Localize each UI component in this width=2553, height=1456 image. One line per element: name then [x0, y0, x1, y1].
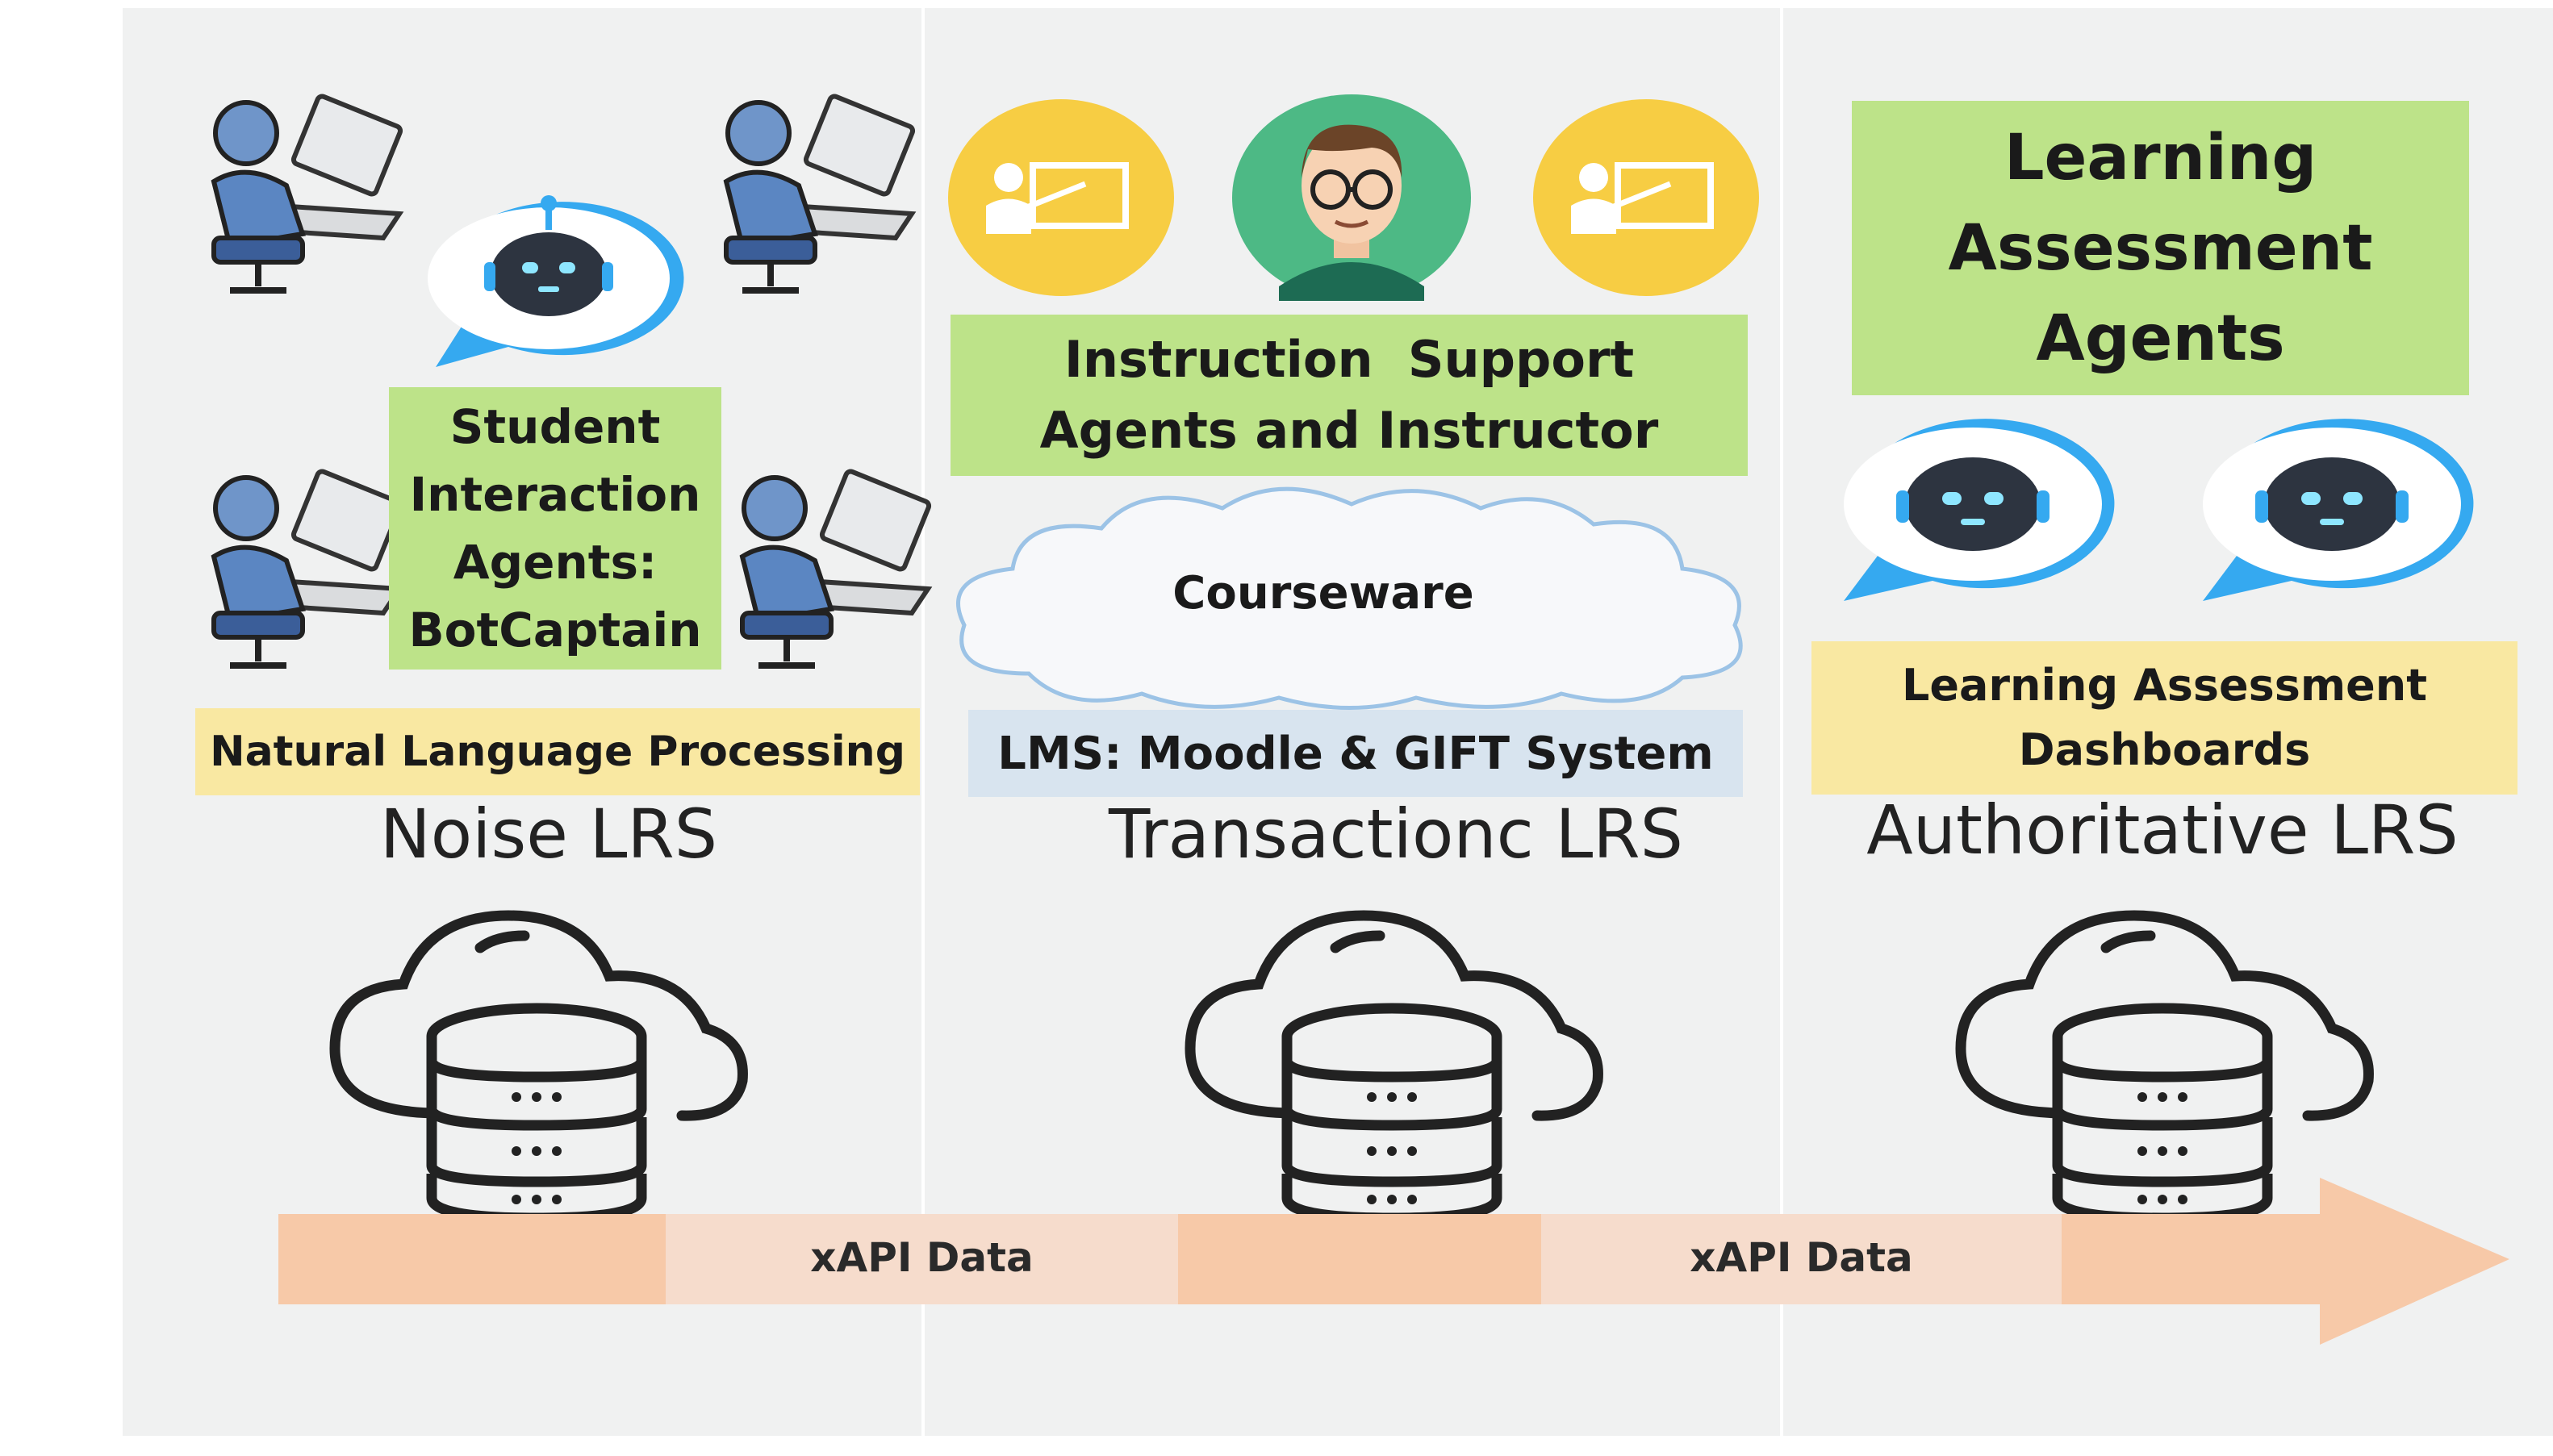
label-line: Agents and Instructor — [1039, 401, 1659, 460]
instructor-avatar-icon — [1232, 94, 1471, 301]
cloud-database-icon — [1955, 910, 2374, 1222]
nlp-text: Natural Language Processing — [210, 728, 905, 776]
courseware-label: Courseware — [1033, 553, 1614, 633]
label-line: Agents: — [453, 535, 658, 590]
xapi-label: xAPI Data — [1690, 1234, 1913, 1281]
chatbot-icon — [2203, 419, 2474, 601]
lms-text: LMS: Moodle & GIFT System — [997, 727, 1714, 780]
arrow-icon — [278, 1178, 2509, 1345]
user-at-laptop-icon — [211, 94, 404, 294]
dashboards-label: Learning Assessment Dashboards — [1811, 641, 2517, 795]
cloud-database-icon — [329, 910, 748, 1222]
cloud-database-icon — [1185, 910, 1603, 1222]
label-line: Learning — [2004, 121, 2317, 194]
teacher-board-icon — [1533, 99, 1759, 296]
courseware-text: Courseware — [1172, 566, 1474, 620]
label-line: Learning Assessment — [1901, 660, 2428, 711]
instruction-agents-label: Instruction Support Agents and Instructo… — [951, 315, 1748, 476]
chatbot-icon — [428, 195, 684, 367]
student-agents-label: Student Interaction Agents: BotCaptain — [389, 387, 721, 670]
label-line: BotCaptain — [408, 603, 702, 657]
transaction-lrs-title: Transactionc LRS — [1109, 795, 1683, 874]
label-line: Instruction Support — [1063, 330, 1635, 389]
label-line: Student — [449, 399, 661, 454]
label-line: Interaction — [409, 467, 701, 522]
noise-lrs-title: Noise LRS — [379, 795, 718, 874]
user-at-laptop-icon — [723, 94, 917, 294]
xapi-label: xAPI Data — [810, 1234, 1034, 1281]
lms-label: LMS: Moodle & GIFT System — [968, 710, 1743, 797]
cloud-icon — [956, 486, 1743, 710]
teacher-board-icon — [948, 99, 1174, 296]
user-at-laptop-icon — [739, 469, 933, 669]
label-line: Dashboards — [2018, 724, 2311, 775]
authoritative-lrs-title: Authoritative LRS — [1866, 791, 2459, 870]
user-at-laptop-icon — [211, 469, 404, 669]
label-line: Assessment — [1948, 211, 2373, 285]
label-line: Agents — [2036, 302, 2285, 375]
nlp-label: Natural Language Processing — [195, 708, 920, 795]
assessment-agents-label: Learning Assessment Agents — [1852, 101, 2469, 395]
chatbot-icon — [1844, 419, 2115, 601]
